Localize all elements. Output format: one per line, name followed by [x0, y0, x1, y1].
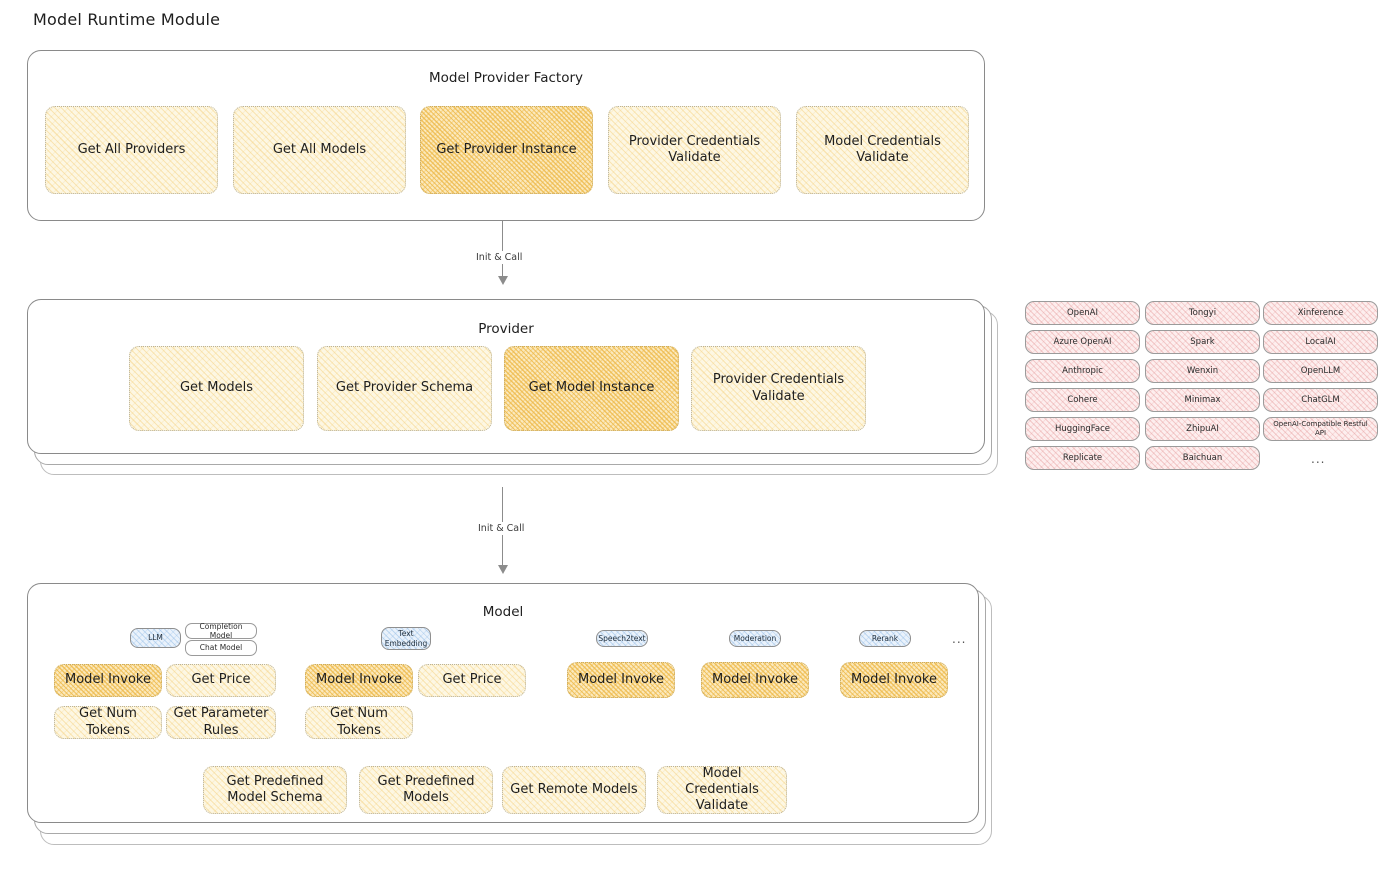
provider-node-get-provider-schema[interactable]: Get Provider Schema	[317, 346, 492, 431]
factory-node-get-all-providers[interactable]: Get All Providers	[45, 106, 218, 194]
provider-node-provider-credentials-validate[interactable]: Provider Credentials Validate	[691, 346, 866, 431]
model-op-speech2text-model-invoke[interactable]: Model Invoke	[567, 662, 675, 698]
provider-node-get-models[interactable]: Get Models	[129, 346, 304, 431]
arrow-factory-to-provider-label: Init & Call	[472, 251, 527, 264]
provider-chip-tongyi[interactable]: Tongyi	[1145, 301, 1260, 325]
provider-chip-replicate[interactable]: Replicate	[1025, 446, 1140, 470]
provider-chip-localai[interactable]: LocalAI	[1263, 330, 1378, 354]
provider-title: Provider	[478, 321, 534, 337]
model-type-chip-moderation[interactable]: Moderation	[729, 630, 781, 647]
model-op-text-embedding-get-price[interactable]: Get Price	[418, 664, 526, 697]
model-shared-op-get-remote-models[interactable]: Get Remote Models	[502, 766, 646, 814]
provider-chip-xinference[interactable]: Xinference	[1263, 301, 1378, 325]
provider-chip-minimax[interactable]: Minimax	[1145, 388, 1260, 412]
model-op-llm-get-price[interactable]: Get Price	[166, 664, 276, 697]
model-subtype-chip-completion-model[interactable]: Completion Model	[185, 622, 257, 640]
provider-chip-wenxin[interactable]: Wenxin	[1145, 359, 1260, 383]
model-subtype-chip-chat-model[interactable]: Chat Model	[185, 640, 257, 656]
provider-chip-azure-openai[interactable]: Azure OpenAI	[1025, 330, 1140, 354]
factory-node-get-provider-instance[interactable]: Get Provider Instance	[420, 106, 593, 194]
provider-chip-baichuan[interactable]: Baichuan	[1145, 446, 1260, 470]
factory-node-provider-credentials-validate[interactable]: Provider Credentials Validate	[608, 106, 781, 194]
provider-list-more-ellipsis: ...	[1311, 452, 1326, 466]
model-type-chip-rerank[interactable]: Rerank	[859, 630, 911, 647]
model-type-chip-text-embedding[interactable]: Text Embedding	[381, 627, 431, 650]
provider-chip-openai[interactable]: OpenAI	[1025, 301, 1140, 325]
page-title: Model Runtime Module	[33, 10, 221, 29]
provider-chip-huggingface[interactable]: HuggingFace	[1025, 417, 1140, 441]
arrow-factory-to-provider-head	[498, 276, 508, 285]
provider-node-get-model-instance[interactable]: Get Model Instance	[504, 346, 679, 431]
provider-chip-openai-compatible-restful-api[interactable]: OpenAI-Compatible Restful API	[1263, 417, 1378, 441]
model-provider-factory-title: Model Provider Factory	[428, 70, 583, 86]
factory-node-model-credentials-validate[interactable]: Model Credentials Validate	[796, 106, 969, 194]
provider-chip-anthropic[interactable]: Anthropic	[1025, 359, 1140, 383]
provider-chip-zhipuai[interactable]: ZhipuAI	[1145, 417, 1260, 441]
provider-chip-chatglm[interactable]: ChatGLM	[1263, 388, 1378, 412]
model-shared-op-get-predefined-model-schema[interactable]: Get Predefined Model Schema	[203, 766, 347, 814]
provider-chip-spark[interactable]: Spark	[1145, 330, 1260, 354]
arrow-provider-to-model-label: Init & Call	[474, 522, 529, 535]
provider-chip-openllm[interactable]: OpenLLM	[1263, 359, 1378, 383]
model-shared-op-model-credentials-validate[interactable]: Model Credentials Validate	[657, 766, 787, 814]
model-op-llm-get-num-tokens[interactable]: Get Num Tokens	[54, 706, 162, 739]
factory-node-get-all-models[interactable]: Get All Models	[233, 106, 406, 194]
model-type-chip-speech2text[interactable]: Speech2text	[596, 630, 648, 647]
model-op-moderation-model-invoke[interactable]: Model Invoke	[701, 662, 809, 698]
model-shared-op-get-predefined-models[interactable]: Get Predefined Models	[359, 766, 493, 814]
arrow-provider-to-model-head	[498, 565, 508, 574]
model-op-text-embedding-get-num-tokens[interactable]: Get Num Tokens	[305, 706, 413, 739]
model-op-llm-model-invoke[interactable]: Model Invoke	[54, 664, 162, 697]
provider-chip-cohere[interactable]: Cohere	[1025, 388, 1140, 412]
model-title: Model	[482, 604, 524, 620]
model-container	[27, 583, 979, 823]
model-op-text-embedding-model-invoke[interactable]: Model Invoke	[305, 664, 413, 697]
model-op-rerank-model-invoke[interactable]: Model Invoke	[840, 662, 948, 698]
model-types-more-ellipsis: ...	[952, 632, 967, 646]
model-op-llm-get-parameter-rules[interactable]: Get Parameter Rules	[166, 706, 276, 739]
model-type-chip-llm[interactable]: LLM	[130, 628, 181, 648]
